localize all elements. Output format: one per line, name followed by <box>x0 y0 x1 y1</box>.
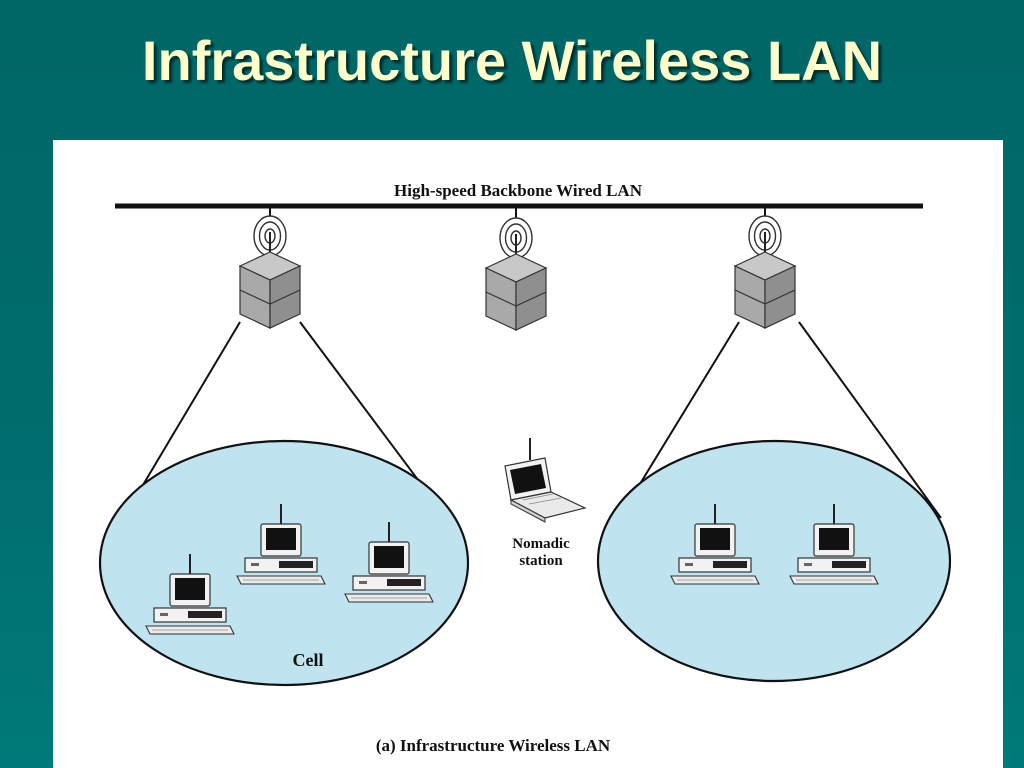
wlan-diagram: High-speed Backbone Wired LAN <box>98 181 952 755</box>
access-point-icon <box>485 217 547 331</box>
coverage-line <box>798 321 942 519</box>
cell-right <box>596 439 952 683</box>
laptop-icon <box>504 438 587 523</box>
nomadic-station-label-line2: station <box>519 553 563 569</box>
slide-title: Infrastructure Wireless LAN <box>141 29 883 92</box>
nomadic-station-label-line1: Nomadic <box>512 536 570 552</box>
cell-label: Cell <box>293 650 324 670</box>
access-point-icon <box>239 215 301 329</box>
figure-caption: (a) Infrastructure Wireless LAN <box>376 736 611 755</box>
diagram-panel: High-speed Backbone Wired LAN <box>53 140 1003 768</box>
access-point-icon <box>734 215 796 329</box>
backbone-label: High-speed Backbone Wired LAN <box>394 181 643 200</box>
